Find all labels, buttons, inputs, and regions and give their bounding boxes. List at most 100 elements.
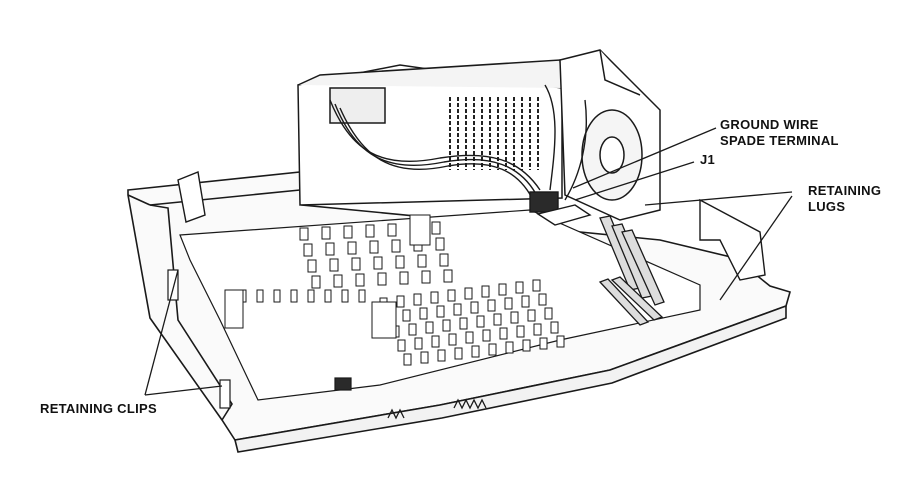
ic-chip xyxy=(487,299,496,312)
ic-chip xyxy=(442,319,451,332)
ic-chip xyxy=(556,335,565,348)
ic-chip xyxy=(439,253,449,267)
ic-chip xyxy=(299,227,309,241)
ic-chip xyxy=(465,331,474,344)
ic-chip xyxy=(395,255,405,269)
ic-chip xyxy=(532,279,541,292)
chip-array xyxy=(224,214,565,366)
ic-chip xyxy=(321,226,331,240)
ic-chip xyxy=(539,337,548,350)
ic-chip xyxy=(420,351,429,364)
retaining-clips-label: RETAINING CLIPS xyxy=(40,401,157,416)
ic-chip xyxy=(343,225,353,239)
ic-chip xyxy=(373,256,383,270)
ic-chip xyxy=(504,297,513,310)
ic-chip xyxy=(464,287,473,300)
ic-chip xyxy=(544,307,553,320)
ic-chip xyxy=(329,258,339,272)
ic-chip xyxy=(482,329,491,342)
ic-chip xyxy=(358,289,366,303)
ic-chip xyxy=(347,241,357,255)
retaining-lugs-label: RETAINING LUGS xyxy=(808,183,881,215)
ic-chip xyxy=(510,311,519,324)
ic-chip xyxy=(417,254,427,268)
ic-chip xyxy=(311,275,321,289)
ic-chip xyxy=(505,341,514,354)
ic-chip xyxy=(498,283,507,296)
ground-wire-label: GROUND WIRE SPADE TERMINAL xyxy=(720,117,839,149)
ic-chip xyxy=(402,309,411,322)
ic-chip xyxy=(341,289,349,303)
ic-chip xyxy=(397,339,406,352)
ic-chip xyxy=(408,323,417,336)
ic-chip xyxy=(273,289,281,303)
ic-chip xyxy=(224,289,244,329)
ic-chip xyxy=(448,333,457,346)
j1-connector xyxy=(529,191,592,226)
ic-chip xyxy=(488,343,497,356)
ic-chip xyxy=(550,321,559,334)
ic-chip xyxy=(493,313,502,326)
ic-chip xyxy=(303,243,313,257)
ic-chip xyxy=(443,269,453,283)
j1-label: J1 xyxy=(700,152,716,167)
ic-chip xyxy=(470,301,479,314)
ic-chip xyxy=(371,301,397,339)
ic-chip xyxy=(414,337,423,350)
ic-chip xyxy=(435,237,445,251)
ic-chip xyxy=(387,223,397,237)
ic-chip xyxy=(419,307,428,320)
ic-chip xyxy=(413,293,422,306)
expansion-slots xyxy=(598,215,665,326)
ic-chip xyxy=(522,339,531,352)
ic-chip xyxy=(396,295,405,308)
ic-chip xyxy=(431,221,441,235)
ground-wire-line-2: SPADE TERMINAL xyxy=(720,133,839,148)
ground-wire-line-1: GROUND WIRE xyxy=(720,117,819,132)
ic-chip xyxy=(533,323,542,336)
ic-chip xyxy=(256,289,264,303)
ic-chip xyxy=(391,239,401,253)
retaining-lugs-line-1: RETAINING xyxy=(808,183,882,198)
ic-chip xyxy=(365,224,375,238)
retaining-lug-brackets xyxy=(177,171,766,281)
ic-chip xyxy=(351,257,361,271)
cooling-fan xyxy=(559,49,661,221)
ic-chip xyxy=(481,285,490,298)
ic-chip xyxy=(437,349,446,362)
front-vent-slots xyxy=(387,398,487,420)
ic-chip xyxy=(516,325,525,338)
ic-chip xyxy=(459,317,468,330)
ic-chip xyxy=(355,273,365,287)
ic-chip xyxy=(447,289,456,302)
ic-chip xyxy=(377,272,387,286)
ic-chip xyxy=(538,293,547,306)
ic-chip xyxy=(453,303,462,316)
ic-chip xyxy=(425,321,434,334)
ic-chip xyxy=(476,315,485,328)
callout-leader-lines xyxy=(144,127,793,396)
ic-chip xyxy=(403,353,412,366)
cable-harness xyxy=(329,84,587,201)
ic-chip xyxy=(290,289,298,303)
retaining-lugs-line-2: LUGS xyxy=(808,199,846,214)
ic-chip xyxy=(333,274,343,288)
ic-chip xyxy=(409,214,431,246)
ic-chip xyxy=(527,309,536,322)
ic-chip xyxy=(369,240,379,254)
ic-chip xyxy=(515,281,524,294)
ic-chip xyxy=(499,327,508,340)
ic-chip xyxy=(421,270,431,284)
ic-chip xyxy=(325,242,335,256)
ic-chip xyxy=(430,291,439,304)
ic-chip xyxy=(307,289,315,303)
ic-chip xyxy=(436,305,445,318)
ic-chip xyxy=(431,335,440,348)
ic-chip xyxy=(324,289,332,303)
ic-chip xyxy=(521,295,530,308)
ic-chip xyxy=(399,271,409,285)
ic-chip xyxy=(471,345,480,358)
ic-chip xyxy=(307,259,317,273)
